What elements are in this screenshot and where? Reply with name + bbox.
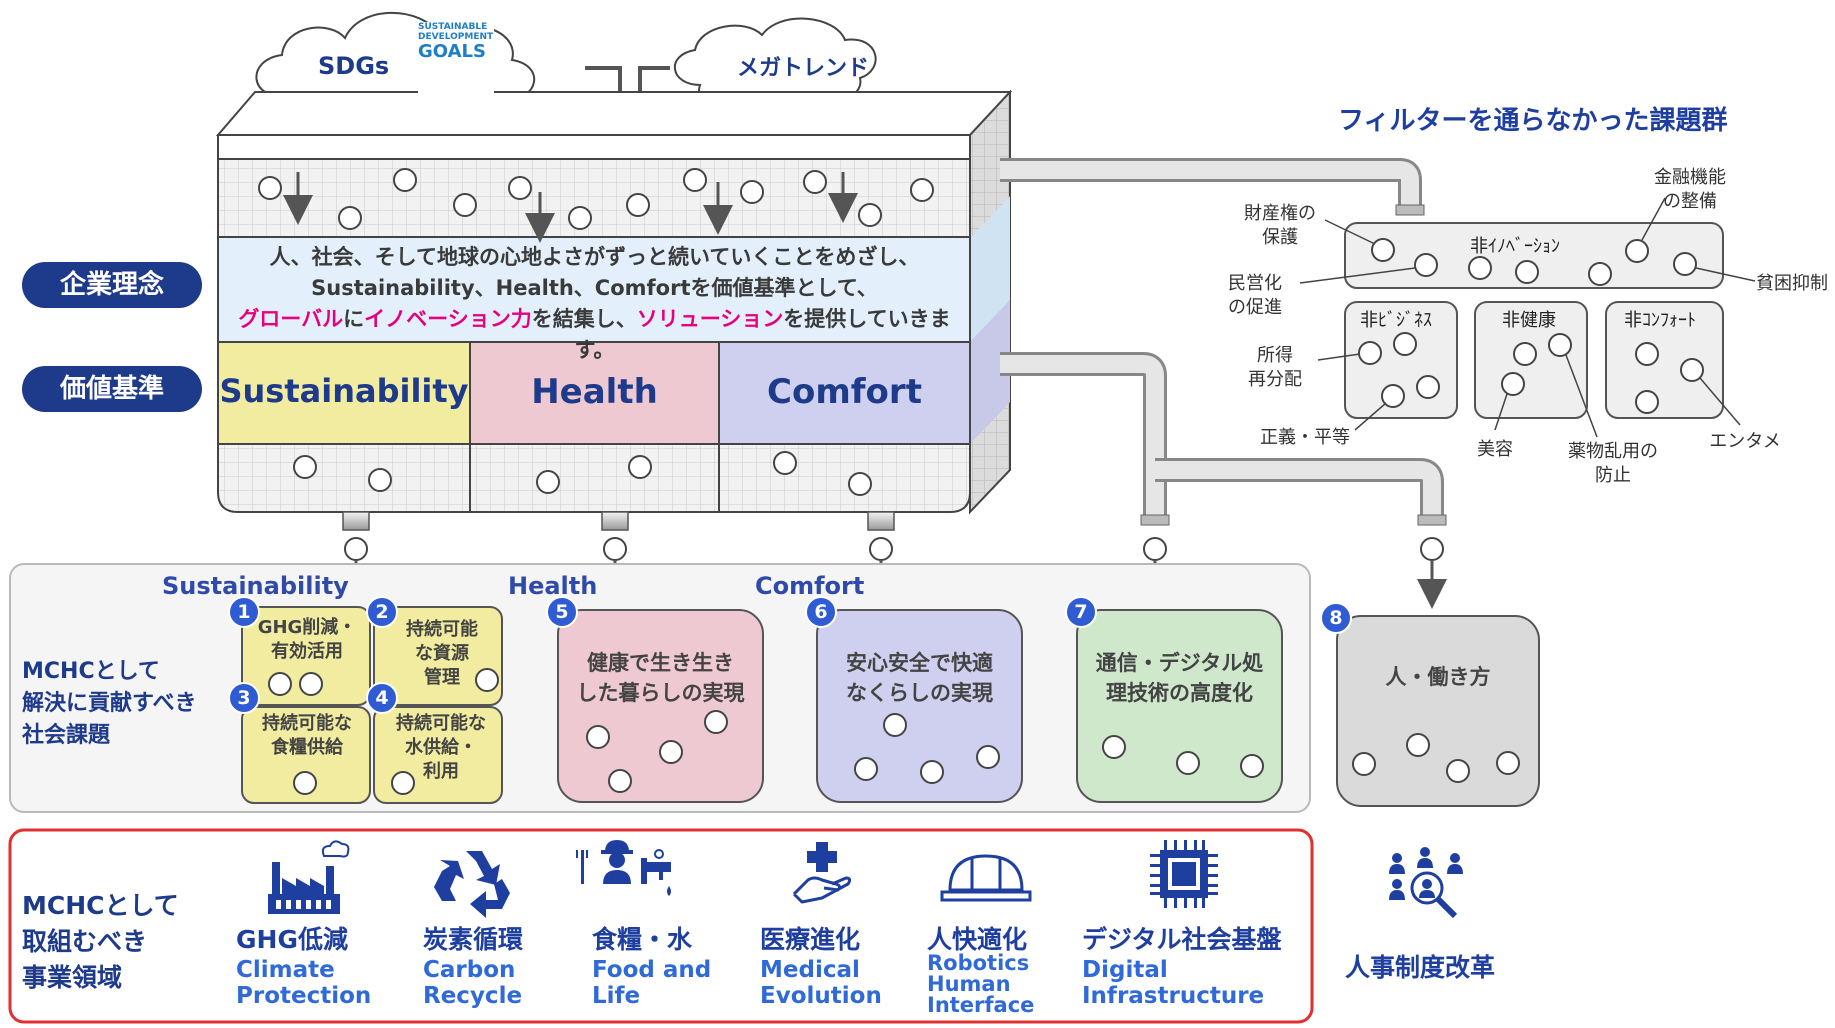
sdgs-logo: SUSTAINABLE DEVELOPMENT GOALS: [418, 22, 494, 114]
note-income: 所得 再分配: [1248, 345, 1302, 390]
philosophy-ni: に: [343, 307, 365, 331]
philosophy-line-1: 人、社会、そして地球の心地よさがずっと続いていくことをめざし、: [269, 245, 920, 269]
domain-medical-jp: 医療進化: [760, 925, 861, 954]
hr-reform-label: 人事制度改革: [1345, 953, 1496, 982]
philosophy-line-3: グローバルにイノベーション力を結集し、ソリューションを提供していきます。: [222, 304, 967, 366]
issue-num-4: 4: [366, 682, 398, 714]
philosophy-global: グローバル: [238, 307, 344, 331]
issue-text-1: GHG削減・ 有効活用: [257, 617, 357, 662]
issue-num-7: 7: [1065, 596, 1097, 628]
issue-text-3: 持続可能な 食糧供給: [262, 713, 352, 758]
sdgs-logo-line3: GOALS: [418, 41, 486, 62]
issue-text-5: 健康で生き生き した暮らしの実現: [576, 651, 745, 705]
farmer-water-icon: [576, 840, 671, 896]
domain-digital-jp: デジタル社会基盤: [1082, 925, 1282, 954]
issue-text-8: 人・働き方: [1385, 665, 1491, 689]
sdgs-logo-line1: SUSTAINABLE: [418, 22, 488, 32]
issue-text-2: 持続可能 な資源 管理: [406, 619, 478, 688]
philosophy-line-2: Sustainability、Health、Comfortを価値基準として、: [311, 276, 878, 300]
issue-num-5: 5: [546, 596, 578, 628]
philosophy-provide: を提供していきます。: [574, 307, 951, 362]
non-innovation-label: 非ｲﾉﾍﾞｰｼｮﾝ: [1470, 236, 1560, 257]
philosophy-gather: を結集し、: [531, 307, 637, 331]
non-health-label: 非健康: [1502, 310, 1556, 331]
non-business-label: 非ﾋﾞｼﾞﾈｽ: [1360, 310, 1432, 331]
chip-icon: [1150, 840, 1218, 908]
issue-text-7: 通信・デジタル処 理技術の高度化: [1095, 651, 1264, 705]
note-poverty: 貧困抑制: [1756, 273, 1828, 294]
philosophy-text: 人、社会、そして地球の心地よさがずっと続いていくことをめざし、 Sustaina…: [222, 242, 967, 366]
people-search-icon: [1389, 847, 1463, 919]
domain-ghg-jp: GHG低減: [236, 925, 348, 954]
non-comfort-label: 非ｺﾝﾌｫｰﾄ: [1624, 310, 1696, 331]
domain-carbon-jp: 炭素循環: [423, 925, 524, 954]
domain-ghg-en: Climate Protection: [236, 957, 372, 1009]
domain-robotics-en: Robotics Human Interface: [927, 951, 1035, 1017]
issues-cat-health: Health: [508, 572, 598, 600]
value-sustainability: Sustainability: [219, 372, 469, 410]
issue-num-1: 1: [228, 596, 260, 628]
domain-food-jp: 食糧・水: [592, 925, 693, 954]
medical-hand-icon: [792, 842, 852, 904]
factory-icon: [268, 840, 350, 914]
issue-num-3: 3: [228, 682, 260, 714]
issue-num-8: 8: [1320, 602, 1352, 634]
domain-digital-en: Digital Infrastructure: [1082, 957, 1265, 1009]
sdgs-logo-line2: DEVELOPMENT: [418, 32, 494, 42]
recycle-icon: [434, 851, 510, 918]
note-entertainment: エンタメ: [1709, 431, 1781, 452]
issues-cat-comfort: Comfort: [755, 572, 865, 600]
issue-text-4: 持続可能な 水供給・ 利用: [396, 713, 486, 782]
cloud-sdgs-label: SDGs: [318, 52, 390, 80]
note-privatization: 民営化 の促進: [1228, 273, 1282, 318]
note-drugs: 薬物乱用の 防止: [1568, 441, 1658, 486]
note-justice: 正義・平等: [1260, 427, 1350, 448]
helmet-icon: [940, 854, 1032, 902]
philosophy-label: 企業理念: [22, 262, 202, 308]
domain-carbon-en: Carbon Recycle: [423, 957, 523, 1009]
values-label: 価値基準: [22, 366, 202, 412]
domain-medical-en: Medical Evolution: [760, 957, 882, 1009]
note-property: 財産権の 保護: [1244, 203, 1316, 248]
value-comfort: Comfort: [767, 372, 922, 412]
domain-food-en: Food and Life: [592, 957, 712, 1009]
cloud-megatrend-label: メガトレンド: [737, 56, 870, 81]
issue-text-6: 安心安全で快適 なくらしの実現: [846, 651, 993, 705]
note-finance: 金融機能 の整備: [1654, 167, 1726, 212]
rejected-title: フィルターを通らなかった課題群: [1338, 106, 1728, 136]
value-health: Health: [531, 372, 658, 412]
issue-num-6: 6: [805, 596, 837, 628]
domain-robotics-jp: 人快適化: [927, 925, 1028, 954]
issue-num-2: 2: [366, 596, 398, 628]
philosophy-innovation: イノベーション力: [364, 307, 532, 331]
business-side-label: MCHCとして 取組むべき 事業領域: [22, 891, 179, 992]
issues-side-label: MCHCとして 解決に貢献すべき 社会課題: [22, 659, 197, 748]
note-beauty: 美容: [1477, 439, 1513, 460]
issues-cat-sustainability: Sustainability: [162, 572, 349, 600]
philosophy-solution: ソリューション: [636, 307, 784, 331]
